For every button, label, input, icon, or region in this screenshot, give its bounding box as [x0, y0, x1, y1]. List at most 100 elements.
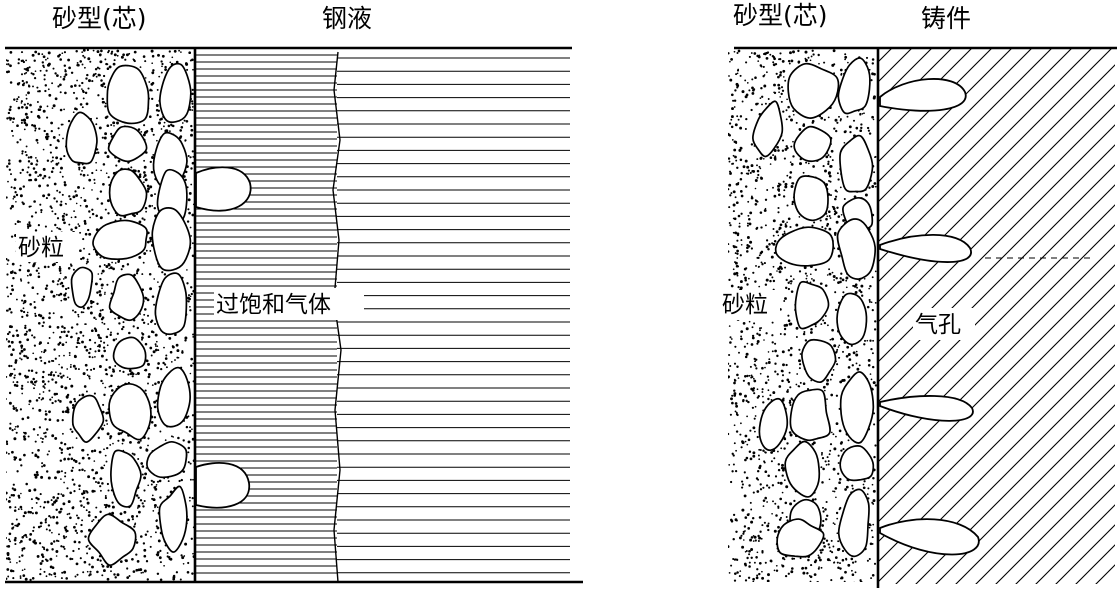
sand-dot	[792, 50, 795, 54]
sand-dot	[730, 284, 734, 288]
sand-dot	[79, 103, 83, 106]
sand-dot	[758, 536, 762, 540]
sand-dot	[63, 108, 65, 111]
sand-dot	[781, 511, 784, 514]
sand-dot	[858, 289, 862, 292]
sand-dot	[736, 84, 740, 88]
sand-dot	[847, 353, 851, 356]
sand-dot	[78, 462, 81, 465]
sand-dot	[90, 556, 94, 560]
sand-dot	[861, 112, 864, 115]
sand-dot	[170, 361, 173, 363]
sand-dot	[39, 203, 42, 206]
sand-dot	[83, 219, 87, 223]
sand-dot	[749, 501, 752, 504]
sand-dot	[734, 469, 738, 473]
sand-dot	[751, 334, 755, 338]
sand-dot	[86, 501, 90, 505]
sand-dot	[777, 188, 781, 192]
sand-dot	[35, 399, 39, 402]
sand-dot	[777, 211, 780, 214]
sand-dot	[25, 376, 28, 379]
sand-dot	[19, 171, 22, 174]
sand-dot	[63, 297, 67, 301]
sand-dot	[59, 372, 62, 375]
sand-dot	[103, 448, 105, 451]
sand-dot	[122, 370, 125, 373]
sand-dot	[57, 470, 61, 474]
sand-dot	[729, 78, 733, 82]
sand-dot	[740, 335, 743, 338]
sand-dot	[39, 493, 42, 496]
sand-dot	[104, 208, 107, 211]
gas-bubble-lower	[195, 462, 250, 509]
sand-dot	[786, 378, 790, 382]
sand-dot	[756, 169, 760, 173]
sand-dot	[50, 230, 53, 232]
sand-dot	[158, 121, 161, 125]
sand-dot	[738, 351, 740, 354]
sand-dot	[822, 541, 825, 545]
sand-dot	[822, 165, 825, 168]
sand-dot	[102, 569, 106, 573]
sand-dot	[790, 185, 794, 188]
sand-dot	[114, 365, 117, 367]
sand-dot	[744, 579, 748, 582]
sand-dot	[103, 322, 106, 325]
sand-dot	[845, 354, 849, 358]
sand-dot	[34, 129, 37, 132]
sand-dot	[819, 282, 823, 285]
sand-dot	[140, 572, 143, 574]
sand-dot	[56, 74, 59, 77]
sand-dot	[90, 301, 93, 305]
sand-dot	[61, 52, 64, 55]
sand-dot	[824, 508, 827, 511]
sand-dot	[835, 435, 837, 438]
sand-dot	[804, 50, 808, 54]
sand-dot	[751, 78, 754, 81]
sand-dot	[69, 263, 72, 266]
sand-dot	[846, 345, 850, 349]
pore-1	[879, 78, 967, 112]
sand-dot	[33, 473, 37, 477]
sand-dot	[112, 442, 114, 445]
sand-dot	[26, 274, 29, 277]
sand-dot	[839, 442, 843, 445]
sand-dot	[771, 341, 774, 344]
sand-dot	[820, 582, 822, 584]
sand-dot	[822, 467, 825, 471]
sand-dot	[54, 436, 58, 440]
sand-dot	[869, 542, 873, 546]
sand-dot	[57, 140, 60, 143]
sand-dot	[39, 568, 42, 571]
sand-dot	[139, 446, 142, 449]
sand-dot	[77, 185, 80, 189]
sand-dot	[872, 118, 875, 121]
sand-dot	[82, 166, 86, 170]
sand-dot	[16, 425, 19, 428]
sand-dot	[37, 313, 41, 317]
sand-dot	[872, 502, 875, 505]
sand-dot	[76, 323, 79, 326]
sand-dot	[18, 372, 22, 376]
sand-dot	[777, 468, 781, 472]
sand-dot	[768, 243, 771, 246]
sand-dot	[59, 171, 62, 174]
sand-dot	[112, 368, 114, 371]
sand-dot	[60, 299, 63, 302]
sand-dot	[23, 348, 26, 351]
sand-dot	[730, 192, 733, 195]
sand-dot	[36, 554, 40, 558]
sand-dot	[14, 536, 17, 540]
sand-dot	[779, 73, 782, 77]
sand-dot	[126, 567, 129, 570]
sand-dot	[191, 505, 194, 508]
sand-dot	[843, 141, 846, 144]
sand-dot	[101, 482, 104, 485]
sand-dot	[100, 563, 103, 566]
sand-dot	[733, 50, 736, 53]
sand-dot	[54, 223, 57, 227]
sand-dot	[98, 265, 102, 268]
sand-dot	[776, 373, 779, 376]
sand-dot	[82, 571, 85, 574]
